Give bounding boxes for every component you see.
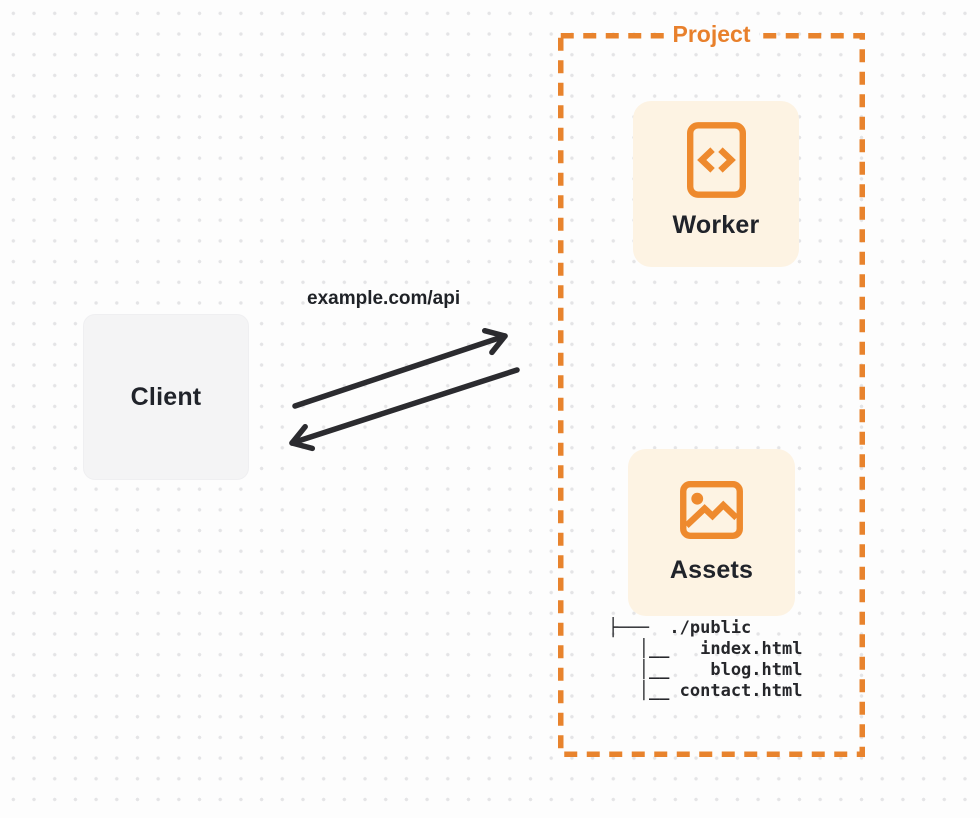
client-node-label: Client	[130, 382, 202, 411]
worker-node: Worker	[633, 101, 799, 267]
project-dashed-border	[558, 33, 865, 757]
assets-file-tree: ├─── ./public │__ index.html │__ blog.ht…	[608, 618, 802, 702]
assets-node: Assets	[628, 449, 795, 616]
worker-node-label: Worker	[672, 211, 760, 239]
project-group-title: Project	[663, 21, 760, 48]
code-document-icon	[686, 122, 746, 198]
request-url-label: example.com/api	[307, 288, 461, 309]
file-tree-line-index: │__ index.html	[608, 639, 803, 659]
file-tree-line-contact: │__ contact.html	[608, 681, 803, 701]
image-icon	[680, 481, 743, 539]
file-tree-line-root: ├─── ./public	[608, 618, 752, 638]
response-arrowhead-icon	[289, 423, 316, 452]
file-tree-line-blog: │__ blog.html	[608, 660, 803, 680]
project-group: Project Worker Assets ├─── ./public │__ …	[558, 21, 865, 757]
request-arrow-shaft	[292, 333, 508, 409]
assets-node-label: Assets	[669, 556, 754, 584]
request-arrowhead-icon	[481, 327, 508, 356]
client-node: Client	[83, 314, 249, 480]
response-arrow-shaft	[289, 367, 520, 446]
